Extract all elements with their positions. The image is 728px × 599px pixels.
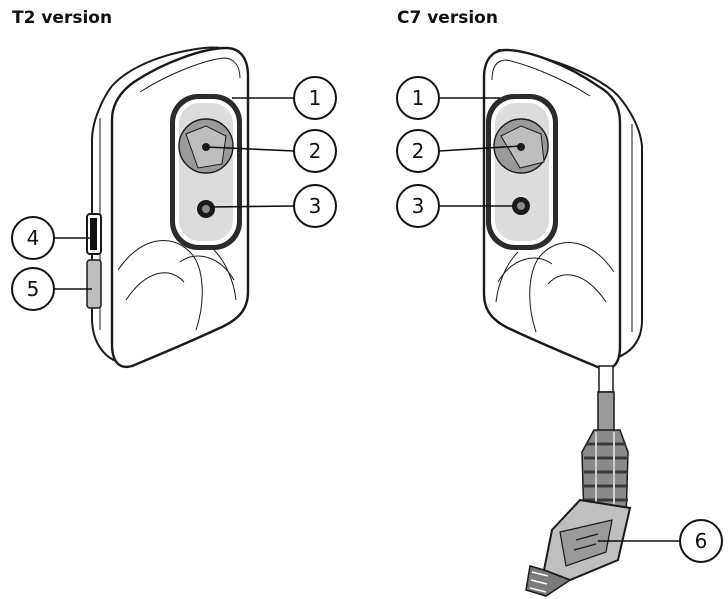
t2-callout-3: 3 — [209, 184, 337, 228]
svg-text:1: 1 — [412, 86, 425, 110]
c7-charger-illustration — [482, 48, 643, 597]
svg-text:4: 4 — [27, 226, 40, 250]
c7-cable-sleeve — [598, 365, 614, 393]
c7-cable — [597, 391, 615, 433]
svg-text:2: 2 — [309, 139, 322, 163]
c7-callout-3: 3 — [396, 184, 516, 228]
svg-text:6: 6 — [695, 529, 708, 553]
c7-callout-2: 2 — [396, 129, 522, 173]
c7-callout-1: 1 — [396, 76, 500, 120]
svg-text:3: 3 — [412, 194, 425, 218]
t2-callout-5: 5 — [11, 267, 92, 311]
t2-charger-illustration — [86, 46, 250, 369]
svg-text:1: 1 — [309, 86, 322, 110]
svg-text:5: 5 — [27, 277, 40, 301]
c7-callout-6: 6 — [598, 519, 723, 563]
t2-callout-2: 2 — [205, 129, 337, 173]
t2-side-label — [86, 259, 102, 309]
t2-callout-1: 1 — [232, 76, 337, 120]
t2-callout-4: 4 — [11, 216, 92, 260]
svg-text:2: 2 — [412, 139, 425, 163]
svg-text:3: 3 — [309, 194, 322, 218]
t2-version-title: T2 version — [12, 8, 113, 28]
c7-version-title: C7 version — [397, 8, 498, 28]
